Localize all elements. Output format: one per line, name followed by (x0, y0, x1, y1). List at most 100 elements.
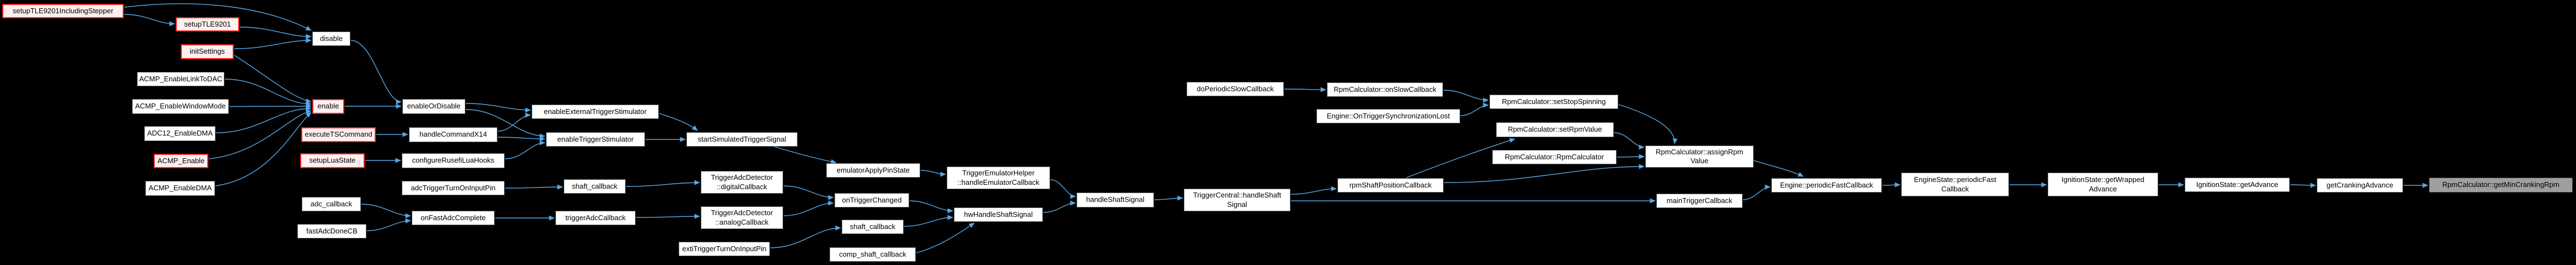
node-label: enableTriggerStimulator (557, 134, 634, 143)
node-rpm-calculator-set-rpm-value[interactable]: RpmCalculator::setRpmValue (1496, 122, 1614, 137)
node-exti-trigger-turn-on-input-pin[interactable]: extiTriggerTurnOnInputPin (679, 242, 770, 256)
node-label: RpmCalculator::setStopSpinning (1502, 97, 1606, 106)
node-execute-tscommand[interactable]: executeTSCommand (301, 127, 376, 142)
node-label: adcTriggerTurnOnInputPin (411, 183, 496, 192)
node-shaft-callback[interactable]: shaft_callback (564, 179, 626, 194)
node-start-simulated-trigger-signal[interactable]: startSimulatedTriggerSignal (686, 132, 798, 147)
node-label: IgnitionState::getWrapped (2061, 175, 2145, 184)
node-setup-tle9201-including-stepper[interactable]: setupTLE9201IncludingStepper (2, 4, 124, 18)
node-rpm-calculator-on-slow-callback[interactable]: RpmCalculator::onSlowCallback (1327, 82, 1443, 97)
node-label: adc_callback (310, 199, 353, 208)
edge-rpm-calculator-set-rpm-value-to-rpm-calculator-assign-rpm-value (1614, 132, 1645, 150)
node-label: comp_shaft_callback (839, 250, 906, 258)
node-adc-callback[interactable]: adc_callback (302, 197, 361, 211)
node-main-trigger-callback[interactable]: mainTriggerCallback (1656, 194, 1743, 208)
node-label: enableOrDisable (407, 102, 461, 111)
node-engine-on-trigger-synchronization-lost[interactable]: Engine::OnTriggerSynchronizationLost (1316, 109, 1460, 123)
node-ignition-state-get-advance[interactable]: IgnitionState::getAdvance (2185, 178, 2290, 192)
node-label: executeTSCommand (305, 130, 373, 139)
node-comp-shaft-callback[interactable]: comp_shaft_callback (830, 247, 916, 262)
node-adc-trigger-turn-on-input-pin[interactable]: adcTriggerTurnOnInputPin (402, 181, 505, 195)
node-setup-tle9201[interactable]: setupTLE9201 (176, 17, 239, 32)
node-label: ADC12_EnableDMA (147, 129, 213, 138)
node-do-periodic-slow-callback[interactable]: doPeriodicSlowCallback (1187, 82, 1284, 96)
node-label: disable (319, 34, 343, 43)
edge-handle-command-x14-to-enable-external-trigger-stimulator (497, 112, 531, 132)
node-get-cranking-advance[interactable]: getCrankingAdvance (2317, 178, 2403, 193)
edge-fast-adc-done-cb-to-on-fast-adc-complete (366, 218, 411, 231)
node-adc12-enable-dma[interactable]: ADC12_EnableDMA (144, 126, 216, 141)
node-shaft-callback-2[interactable]: shaft_callback (842, 220, 904, 234)
node-label: setupTLE9201 (184, 19, 231, 28)
edge-init-settings-to-enable (234, 55, 312, 103)
node-acmp-enable-link-to-dac[interactable]: ACMP_EnableLinkToDAC (137, 72, 224, 86)
edge-acmp-enable-link-to-dac-to-enable (224, 79, 312, 107)
node-configure-rusefi-lua-hooks[interactable]: configureRusefiLuaHooks (402, 153, 505, 168)
node-rpm-calculator-get-min-cranking-rpm[interactable]: RpmCalculator::getMinCrankingRpm (2429, 178, 2573, 193)
edge-start-simulated-trigger-signal-to-emulator-apply-pin-state (772, 146, 837, 164)
node-hw-handle-shaft-signal[interactable]: hwHandleShaftSignal (954, 207, 1043, 222)
node-label: enable (317, 102, 339, 111)
node-handle-command-x14[interactable]: handleCommandX14 (409, 127, 497, 142)
node-label: handleShaftSignal (1086, 195, 1145, 204)
node-acmp-enable[interactable]: ACMP_Enable (154, 154, 208, 168)
edge-rpm-shaft-position-callback-to-rpm-calculator-assign-rpm-value (1444, 164, 1645, 183)
node-engine-periodic-fast-callback[interactable]: Engine::periodicFastCallback (1771, 178, 1882, 193)
edge-setup-tle9201-to-disable (239, 27, 312, 39)
node-label: extiTriggerTurnOnInputPin (682, 244, 767, 253)
edge-trigger-central-handle-shaft-signal-to-rpm-shaft-position-callback (1290, 186, 1337, 195)
node-fast-adc-done-cb[interactable]: fastAdcDoneCB (297, 224, 366, 238)
node-label: onFastAdcComplete (421, 213, 486, 222)
node-rpm-calculator-rpm-calculator[interactable]: RpmCalculator::RpmCalculator (1492, 150, 1617, 164)
node-label: configureRusefiLuaHooks (412, 156, 495, 165)
node-init-settings[interactable]: initSettings (181, 44, 234, 59)
edge-main-trigger-callback-to-engine-periodic-fast-callback (1743, 184, 1771, 200)
node-label: ACMP_Enable (157, 156, 205, 165)
node-label: TriggerAdcDetector (711, 209, 773, 217)
node-trigger-emulator-helper-handle-emulator-callback[interactable]: TriggerEmulatorHelper::handleEmulatorCal… (947, 167, 1050, 189)
edge-exti-trigger-turn-on-input-pin-to-shaft-callback-2 (770, 225, 841, 248)
node-label: enableExternalTriggerStimulator (544, 107, 647, 116)
edge-acmp-enable-dma-to-enable (215, 112, 312, 186)
node-label-line2: Advance (2089, 184, 2117, 193)
node-label-line2: ::analogCallback (715, 217, 769, 226)
node-label: initSettings (190, 47, 225, 56)
node-enable-external-trigger-stimulator[interactable]: enableExternalTriggerStimulator (532, 105, 659, 119)
node-label: mainTriggerCallback (1666, 196, 1733, 205)
node-handle-shaft-signal[interactable]: handleShaftSignal (1077, 193, 1154, 207)
node-acmp-enable-dma[interactable]: ACMP_EnableDMA (145, 181, 215, 196)
edge-rpm-calculator-assign-rpm-value-to-engine-periodic-fast-callback (1753, 160, 1804, 177)
edge-rpm-calculator-on-slow-callback-to-rpm-calculator-set-stop-spinning (1443, 90, 1489, 103)
node-label: ACMP_EnableDMA (148, 184, 212, 193)
node-rpm-shaft-position-callback[interactable]: rpmShaftPositionCallback (1337, 178, 1444, 193)
node-label: Engine::OnTriggerSynchronizationLost (1326, 111, 1450, 120)
node-acmp-enable-window-mode[interactable]: ACMP_EnableWindowMode (132, 99, 229, 114)
node-rpm-calculator-set-stop-spinning[interactable]: RpmCalculator::setStopSpinning (1489, 95, 1618, 109)
edge-emulator-apply-pin-state-to-trigger-emulator-helper-handle-emulator-callback (920, 170, 946, 177)
node-enable-or-disable[interactable]: enableOrDisable (402, 99, 465, 114)
node-emulator-apply-pin-state[interactable]: emulatorApplyPinState (826, 163, 920, 178)
node-label: triggerAdcCallback (565, 213, 626, 222)
node-label: RpmCalculator::setRpmValue (1508, 125, 1602, 134)
edge-disable-to-enable-or-disable (350, 40, 402, 105)
edge-enable-or-disable-to-enable-external-trigger-stimulator (465, 103, 531, 113)
node-trigger-adc-detector-digital-callback[interactable]: TriggerAdcDetector::digitalCallback (701, 171, 783, 194)
node-label: IgnitionState::getAdvance (2196, 180, 2279, 189)
node-on-fast-adc-complete[interactable]: onFastAdcComplete (412, 211, 495, 225)
node-label-line2: Callback (1941, 184, 1969, 193)
node-on-trigger-changed[interactable]: onTriggerChanged (835, 193, 909, 207)
node-label: hwHandleShaftSignal (964, 210, 1033, 219)
node-enable-trigger-stimulator[interactable]: enableTriggerStimulator (546, 132, 645, 147)
node-setup-lua-state[interactable]: setupLuaState (300, 153, 365, 168)
node-label: EngineState::periodicFast (1914, 175, 1996, 184)
node-trigger-adc-callback[interactable]: triggerAdcCallback (555, 211, 636, 225)
node-disable[interactable]: disable (312, 32, 350, 46)
edge-rpm-calculator-set-stop-spinning-to-rpm-calculator-assign-rpm-value (1618, 104, 1678, 144)
node-label: shaft_callback (849, 222, 896, 231)
node-enable[interactable]: enable (312, 99, 344, 114)
node-trigger-adc-detector-analog-callback[interactable]: TriggerAdcDetector::analogCallback (701, 206, 783, 229)
